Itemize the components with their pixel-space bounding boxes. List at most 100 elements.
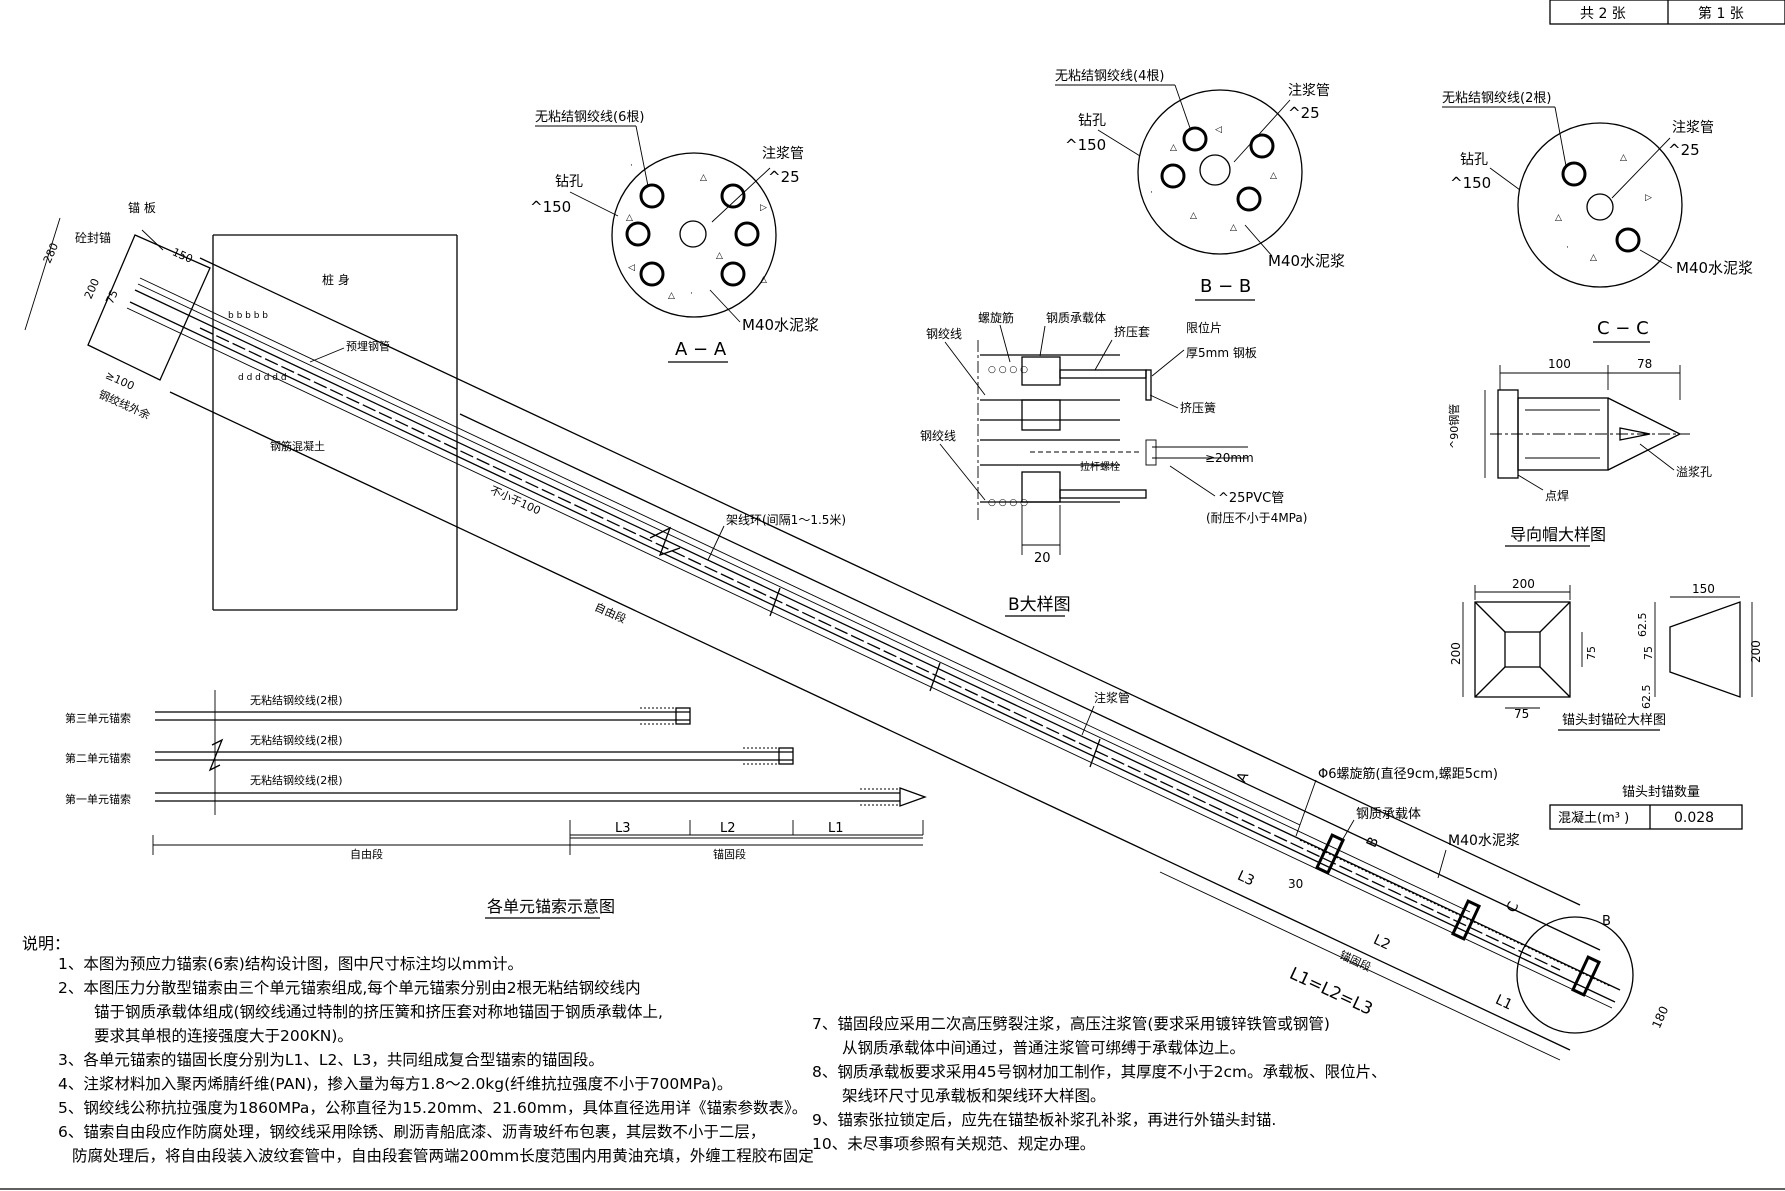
dim-200-main: 200: [82, 277, 102, 301]
main-anchor-view: 桩 身 钢筋混凝土 锚 板 砼封锚 150 280 200 75 ≥100 钢绞…: [24, 200, 1671, 1061]
unit3-strand: 无粘结钢绞线(2根): [250, 693, 343, 707]
note-7-line-1: 7、锚固段应采用二次高压劈裂注浆，高压注浆管(要求采用镀锌铁管或钢管): [812, 1015, 1330, 1033]
svg-text:△: △: [760, 275, 767, 285]
note-2-line-1: 2、本图压力分散型锚索由三个单元锚索组成,每个单元锚索分别由2根无粘结钢绞线内: [58, 979, 641, 997]
aa-strand-label: 无粘结钢绞线(6根): [535, 109, 644, 125]
grout-label-main: M40水泥浆: [1448, 833, 1520, 849]
l1-main: L1: [1493, 992, 1515, 1014]
ah-dim-75-side: 75: [1642, 646, 1655, 660]
sheet-number: 第 1 张: [1698, 5, 1744, 22]
cc-grout-label: M40水泥浆: [1676, 259, 1753, 277]
schematic-l3: L3: [615, 821, 631, 836]
note-6-line-2: 防腐处理后，将自由段装入波纹套管中，自由段套管两端200mm长度范围内用黄油充填…: [72, 1147, 814, 1165]
cut-b-circle: B: [1602, 914, 1611, 929]
svg-text:△: △: [1620, 153, 1627, 163]
cap-dim-78: 78: [1637, 357, 1652, 371]
rc-label: 钢筋混凝土: [270, 439, 325, 453]
bb-borehole-label: 钻孔: [1078, 113, 1106, 129]
cap-dim-100: 100: [1548, 357, 1571, 371]
note-2-line-3: 要求其单根的连接强度大于200KN)。: [94, 1027, 353, 1045]
svg-text:▷: ▷: [1645, 193, 1652, 203]
note-4: 4、注浆材料加入聚丙烯腈纤维(PAN)，掺入量为每方1.8～2.0kg(纤维抗拉…: [58, 1075, 733, 1093]
cap-pipe-label: ^90钢管: [1447, 404, 1461, 449]
b-pvc-label: ^25PVC管: [1218, 491, 1284, 506]
aa-grout-label: M40水泥浆: [742, 316, 819, 334]
unit1-label: 第一单元锚索: [65, 792, 131, 806]
dim-280-main: 280: [41, 241, 61, 265]
cc-grout-pipe-dim: ^25: [1668, 141, 1700, 159]
note-8-line-1: 8、钢质承载板要求采用45号钢材加工制作，其厚度不小于2cm。承载板、限位片、: [812, 1063, 1387, 1081]
svg-text:◁: ◁: [628, 263, 635, 273]
unit2-strand: 无粘结钢绞线(2根): [250, 733, 343, 747]
aa-section-title: A − A: [675, 339, 727, 360]
total-sheets: 共 2 张: [1580, 6, 1626, 22]
schematic-l1: L1: [828, 821, 844, 836]
svg-text:◁: ◁: [1215, 125, 1222, 135]
strand-extra-label: 钢绞线外余: [97, 387, 153, 422]
b-dim-20: 20: [1034, 551, 1051, 566]
svg-text:·: ·: [690, 289, 693, 299]
bb-borehole-dim: ^150: [1065, 136, 1106, 154]
quantity-value: 0.028: [1674, 810, 1714, 826]
svg-text:△: △: [1555, 213, 1562, 223]
cut-b-label: B: [1364, 835, 1383, 850]
b-detail-title: B大样图: [1008, 595, 1071, 615]
svg-text:△: △: [1590, 253, 1597, 263]
note-5: 5、钢绞线公称抗拉强度为1860MPa，公称直径为15.20mm、21.60mm…: [58, 1099, 808, 1117]
section-b-b: △◁△ △△· 无粘结钢绞线(4根) 注浆管 ^25 钻孔 ^150 M40水泥…: [1055, 68, 1345, 301]
b-spiral-label: 螺旋筋: [978, 310, 1014, 325]
b-bearing-label: 钢质承载体: [1046, 311, 1106, 325]
aa-borehole-dim: ^150: [530, 198, 571, 216]
cap-weld-label: 点焊: [1545, 488, 1569, 503]
ah-dim-200-left: 200: [1449, 642, 1463, 665]
svg-text:△: △: [1230, 223, 1237, 233]
b-strand-top-label: 钢绞线: [926, 326, 962, 341]
svg-text:○ ○ ○ ○: ○ ○ ○ ○: [988, 365, 1028, 375]
unit-schematic: 第三单元锚索 第二单元锚索 第一单元锚索 无粘结钢绞线(2根) 无粘结钢绞线(2…: [65, 690, 927, 919]
bb-grout-pipe-label: 注浆管: [1288, 83, 1330, 99]
b-plate-thickness: 厚5mm 钢板: [1186, 346, 1257, 360]
dim-30-main: 30: [1288, 877, 1303, 891]
unit3-label: 第三单元锚索: [65, 711, 131, 725]
detail-b: ○ ○ ○ ○ ○ ○ ○ ○ 螺旋筋 钢质承载体 挤压套 限位片 厚5mm 钢…: [920, 310, 1307, 617]
anchor-section-main: 锚固段: [1338, 948, 1374, 975]
section-a-a: △△△ △◁▷ △·· 无粘结钢绞线(6根) 注浆管 ^25 钻孔 ^150 M…: [530, 109, 819, 363]
unit-schematic-title: 各单元锚索示意图: [487, 897, 615, 916]
svg-text:△: △: [1170, 143, 1177, 153]
ah-dim-625-a: 62.5: [1636, 613, 1649, 638]
svg-text:○ ○ ○ ○: ○ ○ ○ ○: [988, 498, 1028, 508]
note-9: 9、锚索张拉锁定后，应先在锚垫板补浆孔补浆，再进行外锚头封锚.: [812, 1111, 1277, 1129]
svg-text:·: ·: [1150, 188, 1153, 198]
bb-section-title: B − B: [1200, 276, 1251, 297]
ah-dim-200-right: 200: [1749, 640, 1763, 663]
bb-grout-label: M40水泥浆: [1268, 252, 1345, 270]
schematic-l2: L2: [720, 821, 736, 836]
cc-section-title: C − C: [1597, 318, 1649, 339]
ah-dim-625-b: 62.5: [1640, 685, 1653, 710]
note-10: 10、未尽事项参照有关规范、规定办理。: [812, 1135, 1096, 1153]
cc-borehole-dim: ^150: [1450, 174, 1491, 192]
aa-borehole-label: 钻孔: [555, 174, 583, 190]
ah-dim-200-top: 200: [1512, 577, 1535, 591]
quantity-table: 锚头封锚数量 混凝土(m³ ) 0.028: [1549, 785, 1743, 830]
schematic-anchor: 锚固段: [713, 847, 746, 861]
guide-cap-detail: 100 78 ^90钢管 点焊 溢浆孔 导向帽大样图: [1447, 357, 1712, 547]
dim-75-main: 75: [103, 288, 121, 306]
schematic-free: 自由段: [350, 847, 383, 861]
b-limit-plate-label: 限位片: [1186, 320, 1222, 335]
quantity-item: 混凝土(m³ ): [1558, 810, 1629, 826]
b-strand-mid-label: 钢绞线: [920, 428, 956, 443]
notes-left: 1、本图为预应力锚索(6索)结构设计图，图中尺寸标注均以mm计。 2、本图压力分…: [58, 952, 814, 1168]
pile-body-label: 桩 身: [322, 272, 350, 287]
svg-text:△: △: [1270, 171, 1277, 181]
bb-grout-pipe-dim: ^25: [1288, 104, 1320, 122]
plate-label: 锚 板: [128, 200, 156, 215]
section-c-c: △△△ ▷· 无粘结钢绞线(2根) 注浆管 ^25 钻孔 ^150 M40水泥浆…: [1442, 90, 1753, 343]
note-1: 1、本图为预应力锚索(6索)结构设计图，图中尺寸标注均以mm计。: [58, 955, 524, 973]
svg-text:△: △: [668, 291, 675, 301]
b-squeeze-sleeve-label: 挤压套: [1114, 324, 1150, 339]
guide-cap-title: 导向帽大样图: [1510, 525, 1606, 544]
svg-text:·: ·: [1566, 243, 1569, 253]
note-8-line-2: 架线环尺寸见承载板和架线环大样图。: [842, 1087, 1106, 1105]
cc-borehole-label: 钻孔: [1460, 152, 1488, 168]
